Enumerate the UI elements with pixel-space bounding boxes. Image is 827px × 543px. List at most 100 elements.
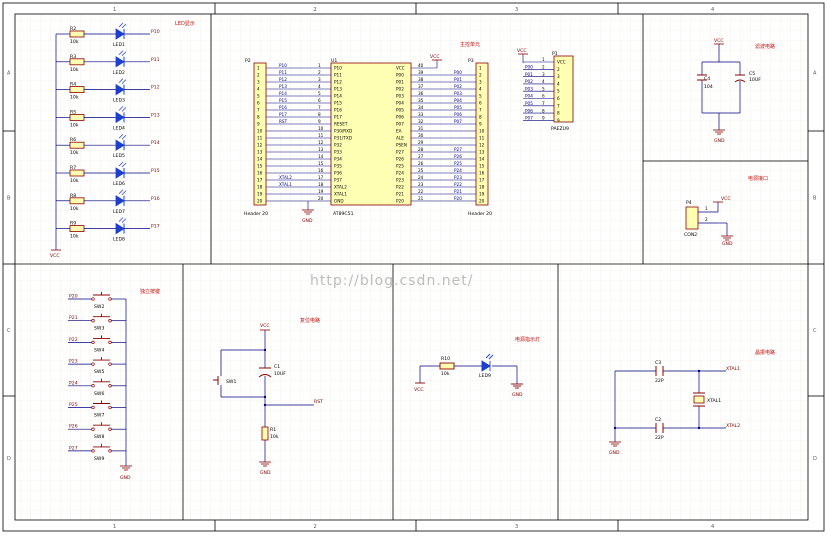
p3-pin-num: 2 [479, 73, 482, 78]
u1-left-num: 15 [318, 161, 324, 166]
u1-right-pin: P21 [396, 192, 404, 197]
left-net: RST [279, 119, 288, 124]
title-crystal: 晶振电路 [755, 349, 775, 356]
p1-pin-num: 5 [542, 86, 545, 91]
key-ref: SW7 [94, 413, 104, 419]
emit-arrow [121, 79, 127, 84]
p1-vcc-label: VCC [517, 48, 527, 54]
row-label-right: D [813, 456, 817, 462]
u1-right-num: 29 [418, 140, 424, 145]
row-label-left: C [7, 328, 11, 334]
resistor-ref: R4 [70, 82, 76, 88]
p3-pin-num: 19 [479, 192, 485, 197]
r10-value: 10k [441, 371, 450, 377]
key-net: P21 [69, 315, 78, 321]
title-keys: 独立按键 [140, 288, 160, 295]
p1-net: P06 [525, 108, 533, 113]
resistor-value: 10k [70, 95, 79, 101]
u1-left-pin: P15 [334, 101, 342, 106]
u1-left-num: 5 [318, 91, 321, 96]
col-label-top: 4 [711, 7, 714, 13]
u1-left-pin: P13 [334, 87, 342, 92]
c1-value: 10UF [274, 371, 286, 377]
key-net: P27 [69, 445, 78, 451]
row-label-left: B [7, 196, 11, 202]
p3-pin-num: 10 [479, 129, 485, 134]
u1-left-num: 12 [318, 140, 324, 145]
title-led: LED显示 [175, 21, 195, 27]
left-net: XTAL1 [279, 182, 292, 187]
col-label-bottom: 2 [314, 524, 317, 530]
emit-arrow [121, 218, 127, 223]
p1-pin-name: 8 [557, 111, 560, 116]
p2-pin-num: 6 [257, 101, 260, 106]
led-display-circuit: VCCR210kLED1P10R310kLED2P11R410kLED3P12R… [50, 22, 160, 259]
p4-ref: P4 [686, 200, 692, 206]
key-net: P23 [69, 359, 78, 365]
resistor-value: 10k [70, 178, 79, 184]
resistor-ref: R8 [70, 193, 76, 199]
right-net: P06 [454, 112, 462, 117]
p2-pin-num: 18 [257, 185, 263, 190]
resistor-value: 10k [70, 39, 79, 45]
resistor-ref: R9 [70, 221, 76, 227]
p3-pin-num: 8 [479, 115, 482, 120]
p3-pin-num: 4 [479, 87, 482, 92]
header-p1-body [553, 55, 574, 123]
p4-name: CON2 [684, 232, 697, 238]
u1-left-num: 2 [318, 70, 321, 75]
p3-pin-num: 18 [479, 185, 485, 190]
u1-right-num: 31 [418, 126, 424, 131]
p1-net: P05 [525, 101, 533, 106]
u1-right-pin: P27 [396, 150, 404, 155]
filter-vcc-label: VCC [714, 38, 724, 44]
emit-arrow [118, 22, 124, 28]
col-label-top: 2 [314, 7, 317, 13]
p1-pin-name: 2 [557, 67, 560, 72]
p1-pin-num: 4 [542, 79, 545, 84]
p1-net: P02 [525, 79, 533, 84]
header-p1-name: PAEZU9 [551, 126, 569, 132]
u1-left-pin: P14 [334, 94, 342, 99]
resistor-ref: R6 [70, 137, 76, 143]
u1-right-num: 38 [418, 77, 424, 82]
key-net: P24 [69, 380, 78, 386]
right-net: P26 [454, 154, 462, 159]
u1-right-num: 35 [418, 98, 424, 103]
r1-ref: R1 [270, 427, 276, 433]
col-label-top: 3 [515, 7, 518, 13]
diode-led4 [115, 111, 125, 124]
c1-ref: C1 [274, 364, 280, 370]
p1-net: P00 [525, 65, 533, 70]
left-net: XTAL2 [279, 175, 292, 180]
p2-pin-num: 16 [257, 171, 263, 176]
u1-right-pin: P00 [396, 73, 404, 78]
p1-pin-num: 9 [542, 116, 545, 121]
led-ref: LED2 [113, 70, 125, 76]
net-label: P17 [151, 224, 160, 230]
crystal-circuit [614, 370, 726, 442]
watermark: http://blog.csdn.net/ [310, 273, 473, 289]
c3-value: 22P [655, 378, 664, 384]
grid-area [15, 14, 808, 520]
title-indicator: 电源指示灯 [515, 336, 540, 343]
key-ref: SW3 [94, 326, 104, 332]
key-contact [91, 340, 95, 345]
c2-ref: C2 [655, 417, 661, 423]
emit-arrow [121, 162, 127, 168]
u1-right-num: 27 [418, 154, 424, 159]
key-ref: SW4 [94, 347, 104, 353]
p2-pin-num: 20 [257, 199, 263, 204]
p2-pin-num: 7 [257, 108, 260, 113]
p2-pin-num: 1 [257, 66, 260, 71]
net-label: P14 [151, 140, 160, 146]
c5-value: 10UF [749, 77, 761, 83]
header-p1-ref: P1 [552, 51, 558, 57]
net-label: P15 [151, 168, 160, 174]
u1-right-num: 23 [418, 182, 424, 187]
u1-left-num: 8 [318, 112, 321, 117]
net-label: P10 [151, 29, 160, 35]
u1-right-num: 24 [418, 175, 424, 180]
